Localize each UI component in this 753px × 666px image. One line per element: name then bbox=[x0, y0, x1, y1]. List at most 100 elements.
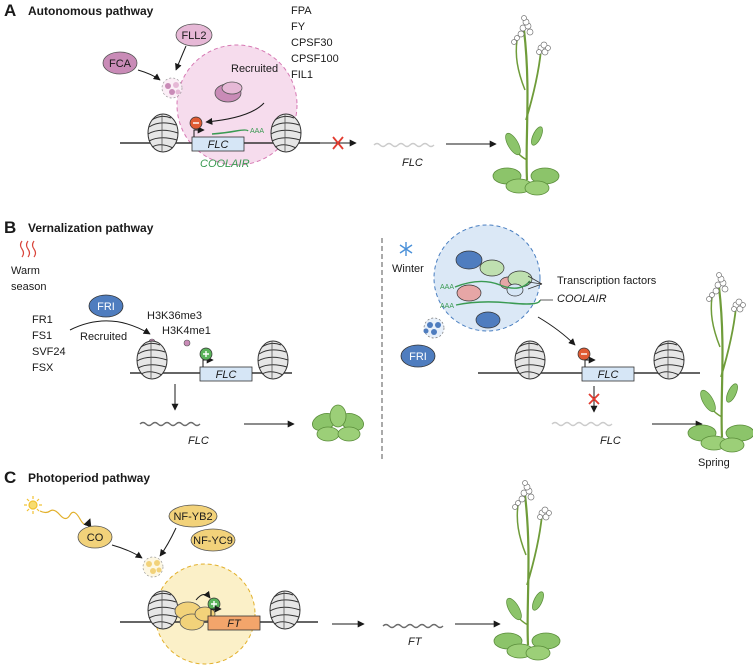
histone-mark-dot bbox=[183, 339, 191, 347]
fca-label: FCA bbox=[109, 58, 132, 70]
flc-gene-label: FLC bbox=[208, 139, 229, 151]
panel-a-title: Autonomous pathway bbox=[28, 4, 154, 18]
panel-a-letter: A bbox=[4, 1, 16, 20]
panel-b-letter: B bbox=[4, 218, 16, 237]
repress-arrow bbox=[205, 102, 265, 125]
nucleosome-right-b2 bbox=[653, 340, 685, 380]
winter-label: Winter bbox=[392, 263, 424, 275]
co-protein bbox=[77, 525, 113, 549]
nucleosome-left bbox=[147, 113, 179, 153]
spring-plant-icon bbox=[686, 271, 753, 454]
fca-protein bbox=[102, 51, 138, 75]
recruited-label-b: Recruited bbox=[80, 331, 127, 343]
co-label: CO bbox=[87, 532, 104, 544]
flc-gene-box bbox=[191, 136, 245, 152]
svg-text:FR1: FR1 bbox=[32, 314, 53, 326]
condensate-droplets-c bbox=[142, 556, 164, 578]
snowflake-icon bbox=[399, 242, 413, 256]
coolair-label-b: COOLAIR bbox=[557, 293, 607, 305]
nucleosome-right bbox=[270, 113, 302, 153]
coolair-rna bbox=[211, 129, 249, 135]
flc-transcript bbox=[373, 142, 435, 148]
block-cross-icon-b bbox=[588, 393, 600, 405]
polya-tail: AAA bbox=[250, 128, 264, 135]
mark-h3k36me3: H3K36me3 bbox=[147, 310, 202, 322]
fll2-protein bbox=[175, 23, 213, 47]
svg-text:FSX: FSX bbox=[32, 362, 54, 374]
recruit-arrow-b bbox=[69, 320, 151, 335]
mark-h3k4me1: H3K4me1 bbox=[162, 325, 211, 337]
tss-arrow-c bbox=[210, 605, 222, 616]
flc-transcript-label-b2: FLC bbox=[600, 435, 621, 447]
nf-yc9-label: NF-YC9 bbox=[193, 535, 233, 547]
spring-label: Spring bbox=[698, 457, 730, 469]
nf-yb2-protein bbox=[168, 504, 218, 528]
panel-c-title: Photoperiod pathway bbox=[28, 471, 150, 485]
tss-arrow-b2 bbox=[584, 356, 596, 367]
polya-tail-b1: AAA bbox=[440, 284, 454, 291]
svg-text:FPA: FPA bbox=[291, 5, 312, 17]
flc-gene-box-b bbox=[199, 366, 253, 382]
block-cross-icon bbox=[332, 136, 344, 150]
tss-arrow-b bbox=[202, 356, 214, 367]
nucleosome-left-b2 bbox=[514, 340, 546, 380]
panel-c: C Photoperiod pathway CO NF-YB2 NF-YC9 bbox=[4, 468, 562, 665]
warm-label-2: season bbox=[11, 281, 46, 293]
svg-text:CPSF30: CPSF30 bbox=[291, 37, 333, 49]
ft-gene-box bbox=[207, 615, 261, 631]
fri-label-winter: FRI bbox=[409, 351, 427, 363]
svg-text:FIL1: FIL1 bbox=[291, 69, 313, 81]
ft-transcript bbox=[382, 623, 444, 629]
fri-protein bbox=[88, 294, 124, 318]
svg-text:FS1: FS1 bbox=[32, 330, 52, 342]
fca-arrow bbox=[137, 69, 161, 81]
nucleosome-left-c bbox=[147, 590, 179, 630]
flc-transcript-b bbox=[139, 421, 201, 427]
flowering-plant-icon-c bbox=[492, 479, 562, 662]
rosette-plant-icon bbox=[309, 404, 367, 442]
light-signal-arrow bbox=[39, 509, 92, 528]
panel-b: B Vernalization pathway Warm season FRI … bbox=[4, 218, 753, 469]
nucleosome-right-b bbox=[257, 340, 289, 380]
warm-label-1: Warm bbox=[11, 265, 40, 277]
flc-transcript-b2 bbox=[551, 421, 613, 427]
coolair-label: COOLAIR bbox=[200, 158, 250, 170]
nucleosome-left-b bbox=[136, 340, 168, 380]
fll2-label: FLL2 bbox=[181, 30, 206, 42]
warm-season-icon bbox=[19, 240, 37, 258]
ft-transcript-label: FT bbox=[408, 636, 423, 648]
co-arrow bbox=[111, 544, 143, 559]
condensate-droplets bbox=[161, 77, 183, 99]
complex-halo bbox=[176, 44, 298, 166]
flc-transcript-label: FLC bbox=[402, 157, 423, 169]
panel-b-title: Vernalization pathway bbox=[28, 221, 154, 235]
svg-text:SVF24: SVF24 bbox=[32, 346, 66, 358]
nucleosome-right-c bbox=[269, 590, 301, 630]
svg-text:FY: FY bbox=[291, 21, 306, 33]
factor-list: FPA FY CPSF30 CPSF100 FIL1 bbox=[291, 5, 339, 81]
flowering-plant-icon bbox=[491, 14, 561, 197]
nf-yb2-label: NF-YB2 bbox=[173, 511, 212, 523]
polya-tail-b2: AAA bbox=[440, 303, 454, 310]
panel-c-letter: C bbox=[4, 468, 16, 487]
flc-transcript-label-b: FLC bbox=[188, 435, 209, 447]
flc-gene-label-b: FLC bbox=[216, 369, 237, 381]
svg-text:CPSF100: CPSF100 bbox=[291, 53, 339, 65]
fri-label: FRI bbox=[97, 301, 115, 313]
repress-arrow-b bbox=[537, 316, 576, 346]
panel-a: A Autonomous pathway FCA FLL2 Recruited … bbox=[4, 1, 561, 197]
ft-gene-label: FT bbox=[227, 618, 242, 630]
fll2-arrow bbox=[175, 45, 187, 71]
flc-gene-label-b2: FLC bbox=[598, 369, 619, 381]
recruited-label: Recruited bbox=[231, 63, 278, 75]
sun-icon bbox=[24, 496, 42, 514]
flc-gene-box-b2 bbox=[581, 366, 635, 382]
factor-list-b: FR1 FS1 SVF24 FSX bbox=[32, 314, 66, 374]
fri-protein-winter bbox=[400, 344, 436, 368]
tss-arrow bbox=[193, 126, 205, 137]
tf-label: Transcription factors bbox=[557, 275, 657, 287]
nf-yc9-protein bbox=[190, 528, 236, 552]
nfy-arrow bbox=[159, 527, 177, 557]
activate-arrow-c bbox=[195, 590, 211, 601]
